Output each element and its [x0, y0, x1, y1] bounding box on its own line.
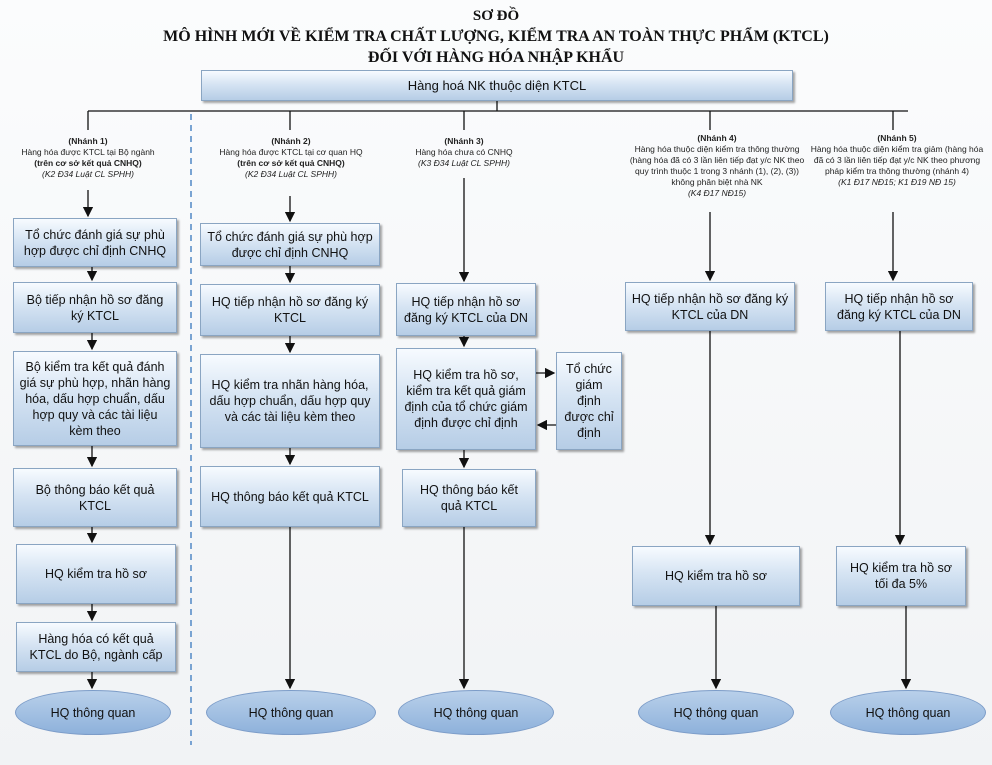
branch4-step-1: HQ tiếp nhận hồ sơ đăng ký KTCL của DN — [625, 282, 795, 331]
branch1-step-5: HQ kiểm tra hồ sơ — [16, 544, 176, 604]
branch3-ref: (K3 Đ34 Luật CL SPHH) — [418, 158, 510, 168]
branch5-step-2: HQ kiểm tra hồ sơ tối đa 5% — [836, 546, 966, 606]
branch2-caption: (Nhánh 2) Hàng hóa được KTCL tại cơ quan… — [205, 136, 377, 180]
branch4-ref: (K4 Đ17 NĐ15) — [687, 188, 747, 198]
branch2-step-3: HQ kiểm tra nhãn hàng hóa, dấu hợp chuẩn… — [200, 354, 380, 448]
branch3-step-1: HQ tiếp nhận hồ sơ đăng ký KTCL của DN — [396, 283, 536, 336]
branch2-step-4: HQ thông báo kết quả KTCL — [200, 466, 380, 527]
branch3-heading: (Nhánh 3) — [444, 136, 484, 146]
branch2-end: HQ thông quan — [206, 690, 376, 735]
branch4-heading: (Nhánh 4) — [697, 133, 737, 143]
branch1-heading: (Nhánh 1) — [68, 136, 108, 146]
branch5-heading: (Nhánh 5) — [877, 133, 917, 143]
branch5-ref: (K1 Đ17 NĐ15; K1 Đ19 NĐ 15) — [838, 177, 956, 187]
branch2-step-1: Tổ chức đánh giá sự phù hợp được chỉ địn… — [200, 223, 380, 266]
branch3-end: HQ thông quan — [398, 690, 554, 735]
diagram-subtitle: MÔ HÌNH MỚI VỀ KIỂM TRA CHẤT LƯỢNG, KIỂM… — [163, 28, 829, 45]
top-box: Hàng hoá NK thuộc diện KTCL — [201, 70, 793, 101]
branch3-caption: (Nhánh 3) Hàng hóa chưa có CNHQ (K3 Đ34 … — [384, 136, 544, 169]
branch3-side-box: Tổ chức giám định được chỉ định — [556, 352, 622, 450]
diagram-subtitle-2: ĐỐI VỚI HÀNG HÓA NHẬP KHẨU — [367, 49, 625, 66]
branch1-basis: (trên cơ sở kết quả CNHQ) — [34, 158, 142, 168]
branch1-end: HQ thông quan — [15, 690, 171, 735]
branch1-step-6: Hàng hóa có kết quả KTCL do Bộ, ngành cấ… — [16, 622, 176, 672]
branch1-step-1: Tổ chức đánh giá sự phù hợp được chỉ địn… — [13, 218, 177, 267]
branch5-end: HQ thông quan — [830, 690, 986, 735]
branch1-step-3: Bộ kiểm tra kết quả đánh giá sự phù hợp,… — [13, 351, 177, 446]
branch1-ref: (K2 Đ34 Luật CL SPHH) — [42, 169, 134, 179]
branch2-basis: (trên cơ sở kết quả CNHQ) — [237, 158, 345, 168]
branch4-desc: Hàng hóa thuộc diện kiểm tra thông thườn… — [629, 144, 805, 187]
branch1-step-2: Bộ tiếp nhận hồ sơ đăng ký KTCL — [13, 282, 177, 333]
branch2-desc: Hàng hóa được KTCL tại cơ quan HQ — [219, 147, 363, 157]
branch3-step-3: HQ thông báo kết quả KTCL — [402, 469, 536, 527]
branch5-caption: (Nhánh 5) Hàng hóa thuộc diện kiểm tra g… — [808, 133, 986, 188]
branch4-end: HQ thông quan — [638, 690, 794, 735]
branch1-desc: Hàng hóa được KTCL tại Bộ ngành — [21, 147, 155, 157]
branch4-step-2: HQ kiểm tra hồ sơ — [632, 546, 800, 606]
branch1-caption: (Nhánh 1) Hàng hóa được KTCL tại Bộ ngàn… — [6, 136, 170, 180]
diagram-title: SƠ ĐỒ — [472, 8, 520, 24]
branch1-step-4: Bộ thông báo kết quả KTCL — [13, 468, 177, 527]
branch5-step-1: HQ tiếp nhận hồ sơ đăng ký KTCL của DN — [825, 282, 973, 331]
branch2-ref: (K2 Đ34 Luật CL SPHH) — [245, 169, 337, 179]
branch3-desc: Hàng hóa chưa có CNHQ — [415, 147, 513, 157]
branch2-heading: (Nhánh 2) — [271, 136, 311, 146]
branch4-caption: (Nhánh 4) Hàng hóa thuộc diện kiểm tra t… — [628, 133, 806, 199]
branch3-step-2: HQ kiểm tra hồ sơ, kiểm tra kết quả giám… — [396, 348, 536, 450]
branch2-step-2: HQ tiếp nhận hồ sơ đăng ký KTCL — [200, 284, 380, 336]
branch5-desc: Hàng hóa thuộc diện kiểm tra giảm (hàng … — [810, 144, 984, 176]
